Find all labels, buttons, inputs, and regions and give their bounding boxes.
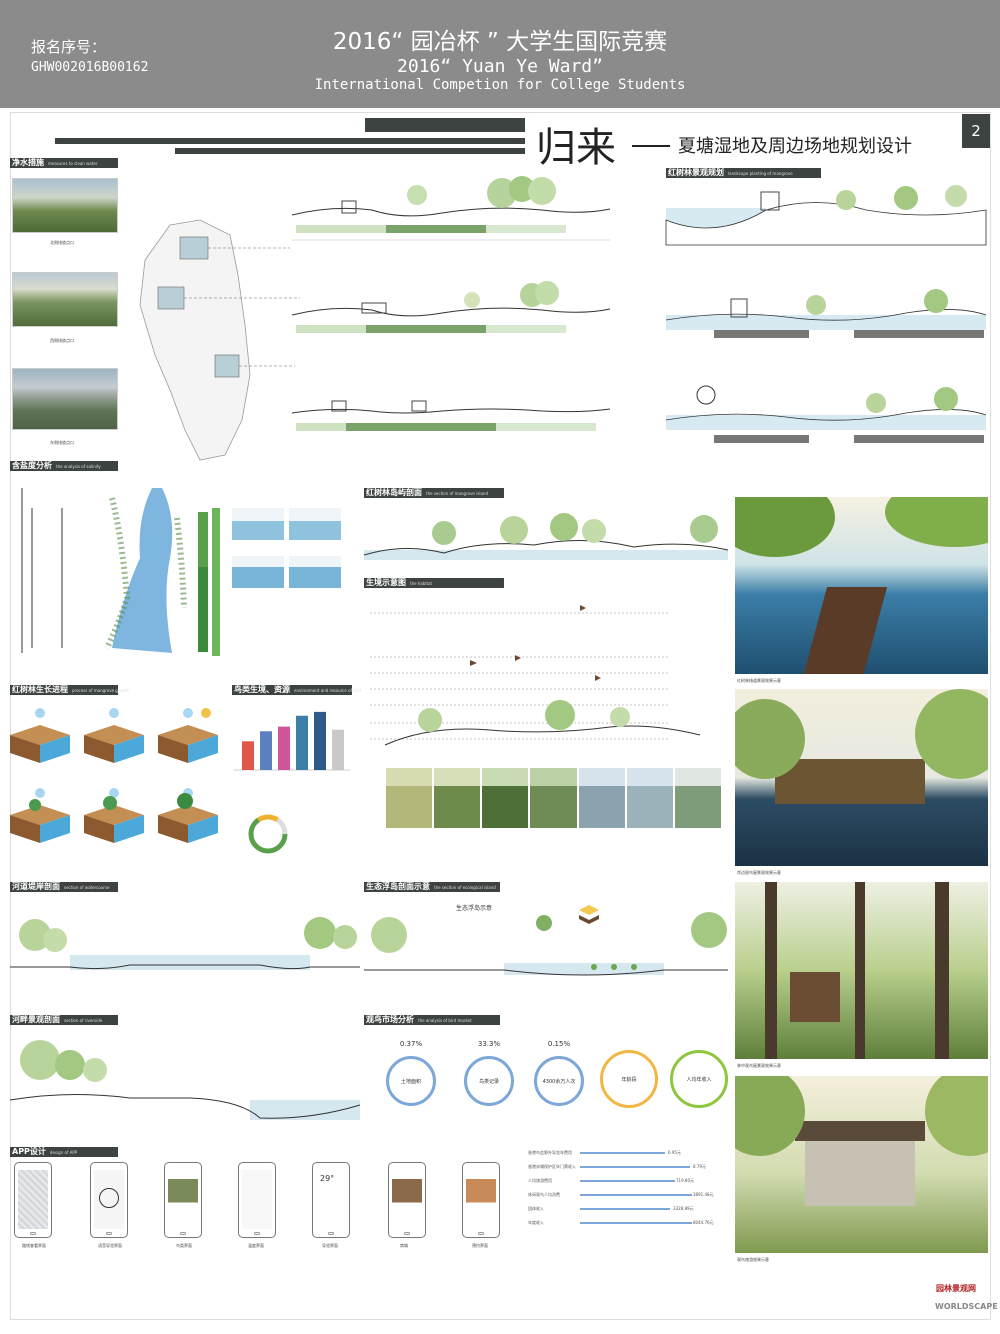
salinity-water-tiles	[232, 508, 342, 598]
render-birding-tour	[735, 1076, 988, 1253]
water-purify-sections	[291, 176, 611, 431]
title-stripe-2	[175, 148, 525, 154]
market-pct-1: 0.37%	[399, 1040, 423, 1048]
competition-title-en: 2016“ Yuan Ye Ward”	[397, 56, 603, 77]
render-birdhouse-shore	[735, 689, 988, 866]
app-caption: 预约界面	[472, 1243, 488, 1248]
page-number: 2	[962, 114, 990, 148]
header-bar: 报名序号： GHW002016B00162 2016“ 园冶杯 ” 大学生国际竞…	[0, 0, 1000, 108]
market-ring-birds: 鸟类记录	[464, 1056, 514, 1106]
salinity-map	[21, 488, 220, 656]
board-frame	[10, 112, 991, 1320]
riverside-section	[9, 1040, 361, 1120]
eco-island-section	[364, 905, 728, 976]
render-caption: 红树林栈道景观效果示意	[737, 678, 781, 683]
mangrove-plan-sections	[665, 185, 987, 443]
app-caption: 鸟类界面	[176, 1243, 192, 1248]
app-screen-weather	[238, 1162, 276, 1238]
app-screen-audio	[90, 1162, 128, 1238]
render-caption: 观鸟旅游效果示意	[737, 1257, 769, 1262]
app-screen-route	[14, 1162, 52, 1238]
aerial-photo-west	[12, 272, 118, 327]
title-dash	[632, 145, 670, 147]
app-caption: 语音导览界面	[98, 1243, 122, 1248]
photo-caption: 北侧排放点口	[50, 240, 74, 245]
site-plan-map	[139, 219, 300, 461]
market-pct-3: 0.15%	[547, 1040, 571, 1048]
bar-b	[260, 731, 272, 770]
app-screen-guide: 29°	[312, 1162, 350, 1238]
aerial-photo-north	[12, 178, 118, 233]
app-caption: 温度界面	[248, 1243, 264, 1248]
riverbank-section	[10, 917, 360, 970]
competition-title-cn: 2016“ 园冶杯 ” 大学生国际竞赛	[332, 29, 668, 55]
app-screen-birds	[164, 1162, 202, 1238]
footer-logo-cn: 园林景观网	[936, 1284, 976, 1293]
bar-e	[314, 711, 326, 770]
photo-caption: 西侧排放点口	[50, 338, 74, 343]
eco-island-label: 生态浮岛示意	[456, 905, 493, 912]
registration-label: 报名序号：	[31, 38, 107, 56]
footer-logo-worldscape: WORLDSCAPE	[935, 1302, 998, 1311]
growth-process	[10, 708, 218, 843]
bar-a	[242, 741, 254, 770]
render-birdhouse-forest	[735, 882, 988, 1059]
project-subtitle: 夏塘湿地及周边场地规划设计	[678, 136, 912, 157]
app-screen-booking	[462, 1162, 500, 1238]
app-caption: 商城	[400, 1243, 408, 1248]
app-screen-shop	[388, 1162, 426, 1238]
bar-f	[332, 729, 344, 770]
title-stripe-3	[365, 118, 525, 132]
market-ring-age: 年龄段	[600, 1050, 658, 1108]
bar-c	[278, 726, 290, 770]
render-caption: 岸边观鸟屋景观效果示意	[737, 870, 781, 875]
title-stripe-1	[55, 138, 525, 144]
bar-d	[296, 715, 308, 770]
market-ring-land: 土地面积	[386, 1056, 436, 1106]
photo-caption: 东侧排放点口	[50, 440, 74, 445]
market-ring-visitors: 4300余万人次	[534, 1056, 584, 1106]
project-title: 归来	[536, 125, 616, 171]
render-boardwalk	[735, 497, 988, 674]
market-pct-2: 33.3%	[477, 1040, 501, 1048]
competition-subtitle-en: International Competion for College Stud…	[314, 77, 686, 93]
render-caption: 林中观鸟屋景观效果示意	[737, 1063, 781, 1068]
habitat-photo-strip	[386, 768, 721, 828]
app-caption: 导览界面	[322, 1243, 338, 1248]
market-ring-income: 人均年收入	[670, 1050, 728, 1108]
island-section	[363, 513, 729, 560]
bird-bar-chart	[234, 711, 350, 771]
registration-number: GHW002016B00162	[31, 60, 149, 75]
bird-donut-chart	[248, 814, 288, 854]
aerial-photo-east	[12, 368, 118, 430]
app-caption: 路线查看界面	[22, 1243, 46, 1248]
habitat-diagram	[370, 605, 701, 746]
